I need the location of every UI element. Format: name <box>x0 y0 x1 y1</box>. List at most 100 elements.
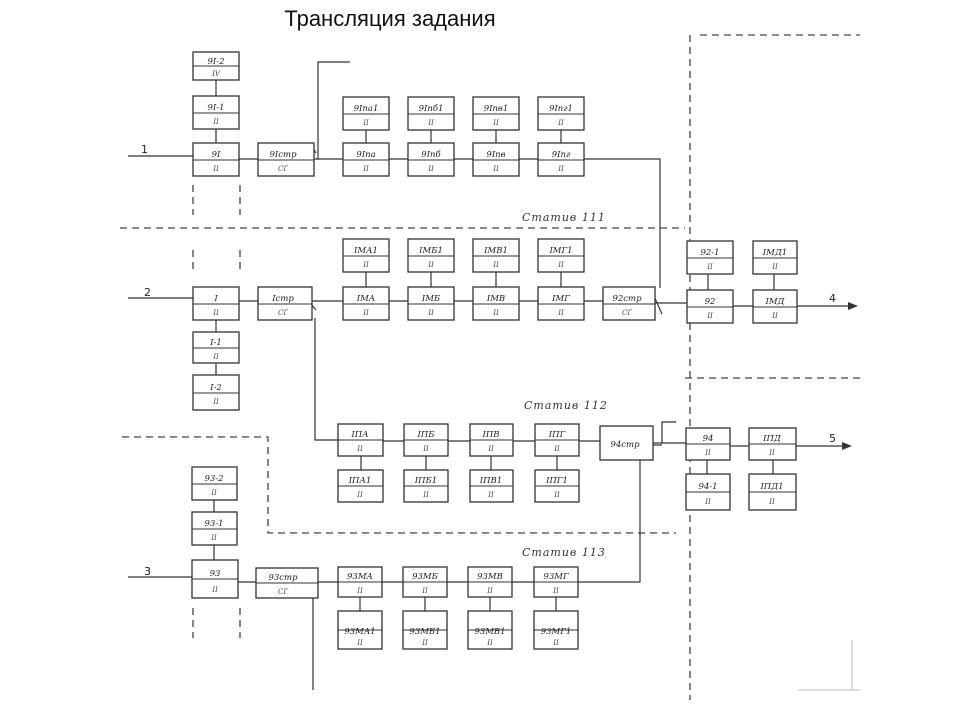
svg-text:II: II <box>706 312 713 320</box>
svg-text:II: II <box>557 165 564 173</box>
svg-text:IПГ: IПГ <box>548 430 566 440</box>
svg-text:9I-1: 9I-1 <box>207 103 224 113</box>
svg-text:IМБ1: IМБ1 <box>418 246 443 256</box>
stand-boundaries <box>120 34 860 700</box>
svg-text:II: II <box>553 491 560 499</box>
svg-text:I-2: I-2 <box>209 383 222 393</box>
svg-text:92-1: 92-1 <box>700 248 719 258</box>
svg-text:94-1: 94-1 <box>698 482 717 492</box>
input-label-1: 1 <box>141 143 148 156</box>
svg-text:IПВ1: IПВ1 <box>479 476 502 486</box>
svg-text:II: II <box>356 587 363 595</box>
svg-text:II: II <box>356 445 363 453</box>
input-label-2: 2 <box>144 286 151 299</box>
svg-text:II: II <box>771 263 778 271</box>
svg-text:II: II <box>552 587 559 595</box>
svg-text:II: II <box>422 491 429 499</box>
block-91-1: 9I-1II <box>192 95 240 130</box>
svg-text:II: II <box>422 445 429 453</box>
input-label-3: 3 <box>144 565 151 578</box>
svg-text:9Iпа1: 9Iпа1 <box>354 104 379 114</box>
svg-text:94: 94 <box>703 434 714 444</box>
svg-text:II: II <box>212 165 219 173</box>
svg-text:II: II <box>427 165 434 173</box>
svg-text:9Iпг1: 9Iпг1 <box>549 104 573 114</box>
block-94-1: 94-1II <box>685 473 731 511</box>
svg-text:II: II <box>771 312 778 320</box>
svg-text:IМВ1: IМВ1 <box>483 246 508 256</box>
svg-text:IМД: IМД <box>765 297 786 307</box>
svg-text:IМД1: IМД1 <box>762 248 787 258</box>
svg-text:II: II <box>362 165 369 173</box>
svg-text:IМГ1: IМГ1 <box>548 246 572 256</box>
svg-text:II: II <box>492 119 499 127</box>
block-93-2: 93-2II <box>191 466 238 501</box>
svg-text:II: II <box>486 639 493 647</box>
svg-text:II: II <box>212 398 219 406</box>
stand-label-113: Статив 113 <box>522 546 606 559</box>
output-label-5: 5 <box>829 432 836 445</box>
block-1mb: IМБ II <box>407 286 455 321</box>
svg-text:93МБ1: 93МБ1 <box>409 627 440 637</box>
svg-text:IМГ: IМГ <box>551 294 570 304</box>
block-93-1: 93-1II <box>191 511 238 546</box>
stand-label-112: Статив 112 <box>524 399 608 412</box>
svg-text:II: II <box>487 445 494 453</box>
svg-text:9Iпб1: 9Iпб1 <box>419 103 444 114</box>
block-94str: 94стр <box>599 425 654 461</box>
output-arrows <box>842 302 858 450</box>
svg-text:II: II <box>212 353 219 361</box>
svg-text:93МА: 93МА <box>347 572 373 582</box>
svg-text:II: II <box>421 639 428 647</box>
svg-text:IМА: IМА <box>356 294 376 304</box>
svg-text:II: II <box>427 309 434 317</box>
svg-text:II: II <box>557 119 564 127</box>
svg-text:9I-2: 9I-2 <box>207 57 224 67</box>
svg-text:IМА1: IМА1 <box>353 246 378 256</box>
svg-text:II: II <box>356 491 363 499</box>
block-1: III <box>192 286 240 321</box>
svg-text:93МВ1: 93МВ1 <box>474 627 505 637</box>
svg-text:II: II <box>212 309 219 317</box>
svg-text:IПБ: IПБ <box>416 430 435 440</box>
stand-label-111: Статив 111 <box>522 211 606 224</box>
svg-text:II: II <box>552 639 559 647</box>
svg-text:I: I <box>213 294 218 304</box>
svg-text:СГ: СГ <box>278 165 288 173</box>
block-1-2: I-2II <box>192 374 240 411</box>
svg-text:93-1: 93-1 <box>204 519 223 529</box>
svg-text:IПД1: IПД1 <box>759 482 783 492</box>
svg-text:Iстр: Iстр <box>271 294 294 304</box>
wiring <box>128 61 848 690</box>
svg-text:II: II <box>210 489 217 497</box>
svg-text:92стр: 92стр <box>612 294 642 304</box>
svg-text:II: II <box>492 261 499 269</box>
svg-text:IМБ: IМБ <box>421 294 441 304</box>
block-1pb: IПБ II <box>403 423 449 457</box>
svg-text:II: II <box>492 165 499 173</box>
svg-text:II: II <box>768 449 775 457</box>
svg-text:II: II <box>492 309 499 317</box>
svg-text:94стр: 94стр <box>610 440 640 450</box>
